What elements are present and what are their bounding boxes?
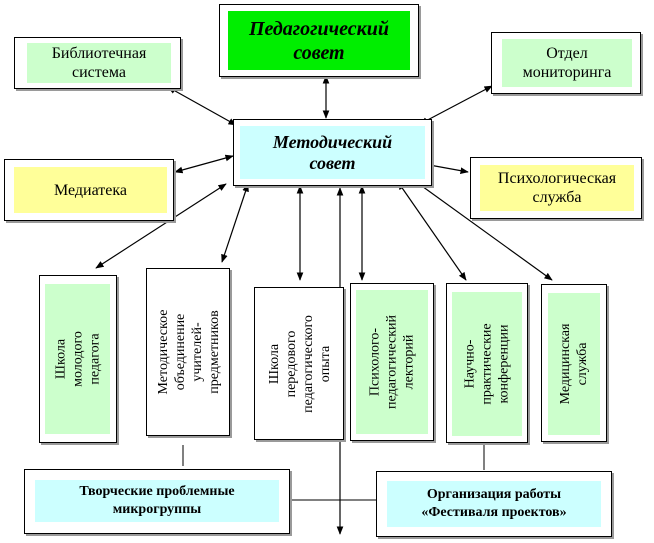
metod-obj-label: Методическое объединение учителей- предм…	[155, 309, 222, 395]
arrow-metod-metodobj	[221, 183, 249, 263]
psych-label: Психологическая служба	[497, 170, 617, 206]
arrow-otdel-metod	[419, 85, 493, 125]
school-young-label: Школа молодого педагога	[53, 331, 102, 387]
arrow-metod-med	[407, 175, 553, 281]
school-young-box: Школа молодого педагога	[39, 275, 117, 443]
lektoriy-box: Психолого- педагогический лекторий	[350, 283, 434, 441]
metod-sovet-box: Методический совет	[233, 119, 432, 186]
arrow-metod-school-young	[95, 183, 227, 269]
tvorch-label: Творческие проблемные микрогруппы	[79, 484, 235, 517]
arrow-metod-conf	[397, 181, 467, 281]
mediateka-label: Медиатека	[53, 181, 128, 199]
festival-box: Организация работы «Фестиваля проектов»	[376, 471, 612, 537]
psych-box: Психологическая служба	[470, 157, 642, 219]
med-label: Медицинская служба	[558, 323, 590, 405]
conf-label: Научно- практические конференции	[462, 323, 512, 405]
ped-sovet-box: Педагогический совет	[219, 4, 419, 77]
monitoring-label: Отдел мониторинга	[522, 45, 612, 81]
library-label: Библиотечная система	[51, 45, 147, 81]
arrow-bib-metod	[167, 86, 237, 126]
metod-sovet-label: Методический совет	[272, 131, 393, 173]
med-box: Медицинская служба	[541, 284, 607, 442]
festival-label: Организация работы «Фестиваля проектов»	[421, 487, 567, 520]
monitoring-box: Отдел мониторинга	[491, 32, 641, 94]
lektoriy-label: Психолого- педагогический лекторий	[367, 314, 417, 410]
conf-box: Научно- практические конференции	[446, 283, 528, 443]
mediateka-box: Медиатека	[4, 159, 174, 221]
metod-obj-box: Методическое объединение учителей- предм…	[146, 268, 230, 436]
arrow-mediateka-metod	[174, 154, 234, 174]
library-box: Библиотечная система	[14, 37, 181, 89]
ped-sovet-label: Педагогический совет	[248, 17, 390, 64]
tvorch-box: Творческие проблемные микрогруппы	[24, 469, 290, 534]
school-adv-label: Школа передового педагогического опыта	[266, 315, 333, 413]
school-adv-box: Школа передового педагогического опыта	[254, 287, 344, 440]
